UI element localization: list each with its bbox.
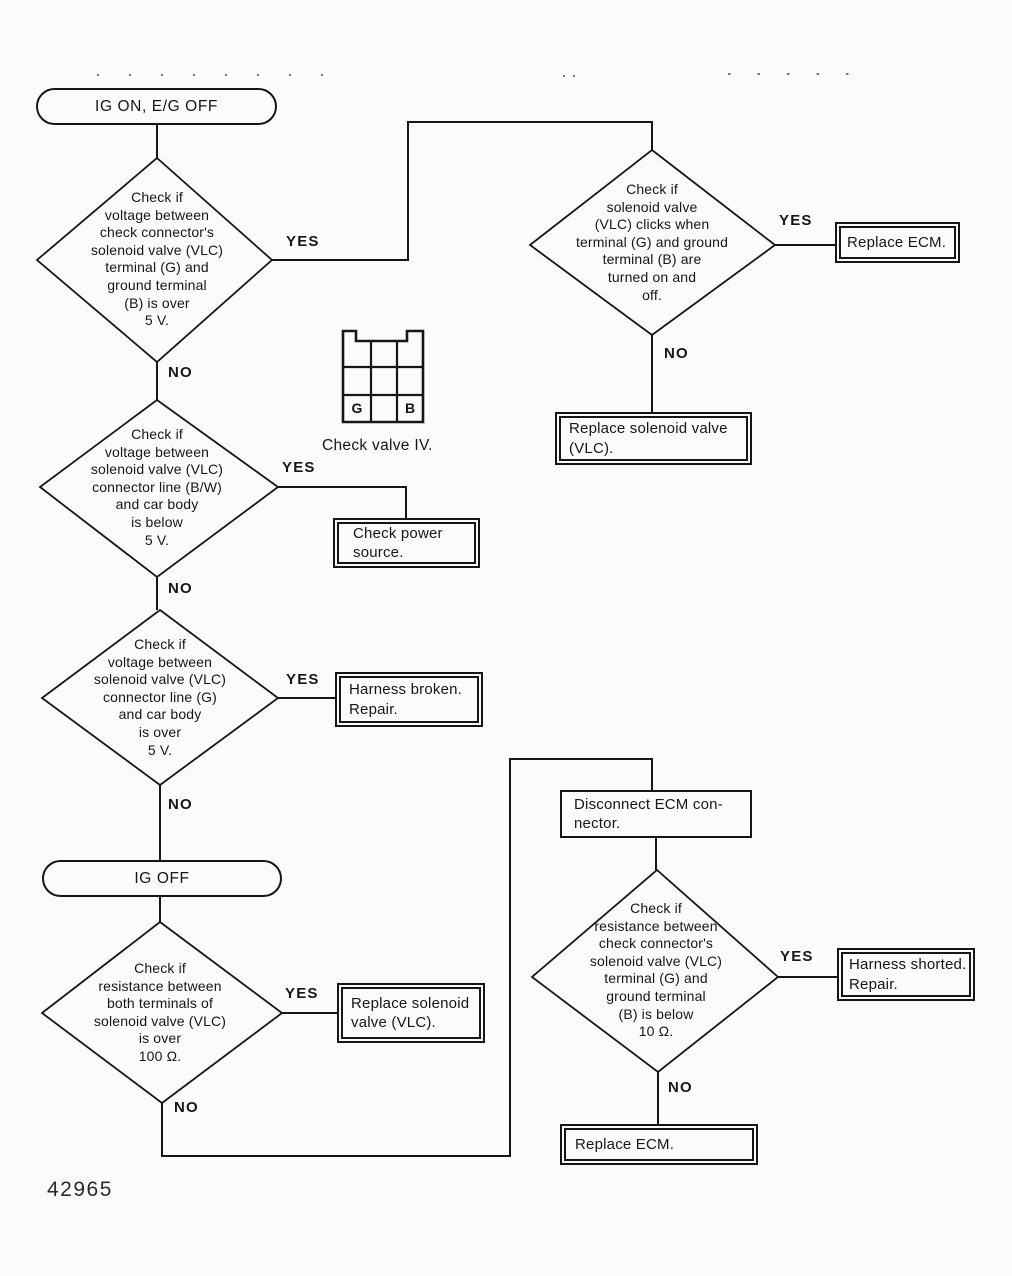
decision-diamonds	[35, 148, 780, 1105]
replace-ecm-bottom-box: Replace ECM.	[560, 1124, 758, 1165]
yes-label-1: YES	[286, 233, 320, 250]
yes-label-3: YES	[282, 459, 316, 476]
disconnect-ecm-connector-label: Disconnect ECM con- nector.	[574, 795, 723, 833]
decision-voltage-line-bw-text: Check if voltage between solenoid valve …	[90, 426, 224, 548]
yes-label-2: YES	[779, 212, 813, 229]
connector-terminal-g-label: G	[351, 400, 363, 416]
diamond-voltage-line-g	[40, 608, 280, 787]
disconnect-ecm-connector-box: Disconnect ECM con- nector.	[560, 790, 752, 838]
harness-broken-label: Harness broken. Repair.	[349, 681, 463, 718]
diamond-resistance-check-connector	[530, 868, 780, 1074]
no-label-6: NO	[668, 1079, 693, 1096]
start-terminal: IG ON, E/G OFF	[36, 88, 277, 125]
start-terminal-label: IG ON, E/G OFF	[95, 97, 218, 115]
yes-label-4: YES	[286, 671, 320, 688]
scan-dots	[97, 73, 862, 77]
no-label-2: NO	[664, 345, 689, 362]
replace-solenoid-valve-bottom-box: Replace solenoid valve (VLC).	[337, 983, 485, 1043]
decision-resistance-check-connector-text: Check if resistance between check connec…	[589, 900, 723, 1040]
ig-off-terminal: IG OFF	[42, 860, 282, 897]
connector-lines	[156, 121, 837, 1157]
decision-solenoid-clicks-text: Check if solenoid valve (VLC) clicks whe…	[575, 181, 729, 303]
replace-ecm-bottom-label: Replace ECM.	[575, 1135, 675, 1153]
connector-inset-caption: Check valve IV.	[322, 437, 433, 454]
replace-solenoid-valve-top-label: Replace solenoid valve (VLC).	[569, 420, 728, 457]
diamond-resistance-terminals	[40, 920, 284, 1105]
check-power-source-box: Check power source.	[333, 518, 480, 568]
yes-label-6: YES	[780, 948, 814, 965]
check-connector-drawing	[341, 329, 425, 424]
diamond-voltage-line-bw	[38, 398, 280, 579]
replace-solenoid-valve-bottom-label: Replace solenoid valve (VLC).	[351, 994, 470, 1032]
check-power-source-label: Check power source.	[353, 524, 443, 562]
figure-number: 42965	[47, 1178, 113, 1201]
harness-broken-box: Harness broken. Repair.	[335, 672, 483, 727]
replace-ecm-top-label: Replace ECM.	[847, 233, 947, 251]
yes-label-5: YES	[285, 985, 319, 1002]
no-label-4: NO	[168, 796, 193, 813]
diamond-solenoid-clicks	[528, 148, 777, 337]
no-label-1: NO	[168, 364, 193, 381]
replace-ecm-top-box: Replace ECM.	[835, 222, 960, 263]
decision-voltage-check-connector-text: Check if voltage between check connector…	[90, 189, 224, 329]
replace-solenoid-valve-top-box: Replace solenoid valve (VLC).	[555, 412, 752, 465]
ig-off-terminal-label: IG OFF	[134, 869, 190, 887]
no-label-5: NO	[174, 1099, 199, 1116]
harness-shorted-label: Harness shorted. Repair.	[849, 956, 967, 993]
no-label-3: NO	[168, 580, 193, 597]
connector-terminal-b-label: B	[404, 400, 416, 416]
diamond-voltage-check-connector	[35, 156, 274, 364]
decision-voltage-line-g-text: Check if voltage between solenoid valve …	[93, 636, 227, 758]
decision-resistance-terminals-text: Check if resistance between both termina…	[93, 960, 227, 1064]
harness-shorted-box: Harness shorted. Repair.	[837, 948, 975, 1001]
